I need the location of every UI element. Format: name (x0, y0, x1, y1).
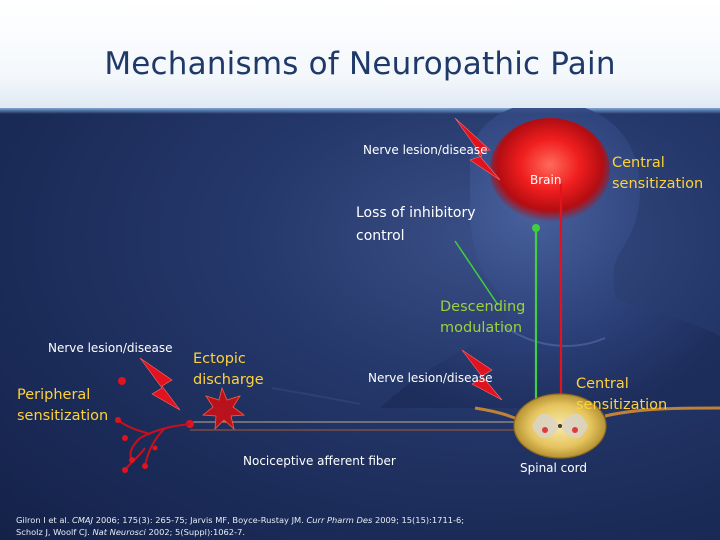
label-ectopic-discharge: Ectopic discharge (193, 351, 264, 388)
label-central-sensitization-right: Central sensitization (576, 376, 668, 413)
ectopic-discharge-burst (201, 386, 246, 431)
slide-title: Mechanisms of Neuropathic Pain (104, 46, 616, 82)
nociceptive-fiber (186, 406, 720, 431)
brain-glow (490, 118, 610, 222)
peripheral-sensitization-dot (118, 377, 126, 385)
ref-text: 2002; 5(Suppl):1062-7. (145, 527, 246, 537)
label-descending-modulation: Descending modulation (440, 299, 526, 336)
diagram-art (115, 108, 720, 473)
lesion-bolt-left (139, 357, 181, 411)
lesion-bolt-top (454, 117, 501, 181)
label-nerve-lesion-top: Nerve lesion/disease (363, 143, 488, 157)
head-silhouette (380, 108, 720, 408)
nerve-ending-dots (115, 417, 158, 473)
label-loss-of-inhibitory-control: Loss of inhibitory control (356, 205, 476, 244)
reference-line-2: Scholz J, Woolf CJ. Nat Neurosci 2002; 5… (16, 526, 464, 538)
ref-journal: CMAJ (71, 515, 94, 525)
label-spinal-cord: Spinal cord (520, 461, 587, 475)
label-brain: Brain (530, 173, 562, 187)
references: Gilron I et al. CMAJ 2006; 175(3): 265-7… (16, 514, 464, 538)
label-central-sensitization-top: Central sensitization (612, 155, 704, 192)
peripheral-nerve-endings (117, 419, 191, 471)
label-peripheral-sensitization: Peripheral sensitization (17, 387, 109, 424)
lesion-bolt-middle (461, 349, 503, 401)
ref-text: Scholz J, Woolf CJ. (16, 527, 93, 537)
reference-line-1: Gilron I et al. CMAJ 2006; 175(3): 265-7… (16, 514, 464, 526)
diagram-stage: Nerve lesion/disease Brain Central sensi… (0, 108, 720, 540)
label-nerve-lesion-middle: Nerve lesion/disease (368, 371, 493, 385)
spinal-cord-section (513, 393, 607, 459)
ref-text: 2006; 175(3): 265-75; Jarvis MF, Boyce-R… (93, 515, 307, 525)
ref-text: Gilron I et al. (16, 515, 72, 525)
descending-top-dot (532, 224, 540, 232)
label-nerve-lesion-left: Nerve lesion/disease (48, 341, 173, 355)
ref-text: 2009; 15(15):1711-6; (372, 515, 465, 525)
ref-journal: Nat Neurosci (92, 527, 146, 537)
inhibitory-connector-line (454, 240, 499, 306)
title-bar: Mechanisms of Neuropathic Pain (0, 0, 720, 108)
label-nociceptive-afferent-fiber: Nociceptive afferent fiber (243, 454, 396, 468)
ref-journal: Curr Pharm Des (306, 515, 373, 525)
